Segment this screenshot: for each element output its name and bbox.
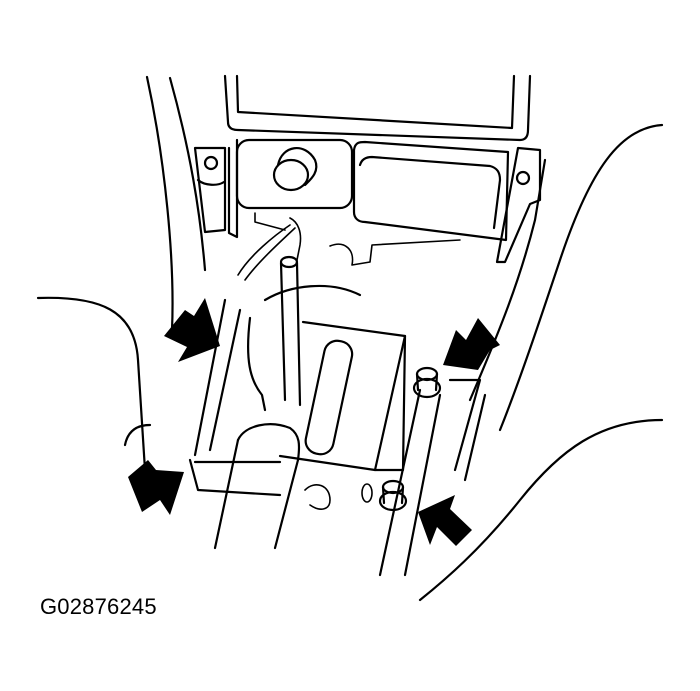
shift-rod [279,255,302,407]
wire-harness [237,212,461,281]
right-bracket [495,146,542,264]
arrow-upper-left-icon [164,298,220,362]
bolt-lower [378,479,408,512]
left-bracket [193,138,239,239]
knob-panel [235,138,354,210]
right-rails [361,378,487,577]
storage-panel [352,140,510,242]
figure-id-label: G02876245 [40,594,157,619]
arrow-lower-left-icon [128,460,184,515]
right-trim [418,123,664,602]
shift-boot [213,423,331,550]
callout-arrows [128,298,500,546]
bolt-upper [412,366,442,399]
arrow-upper-right-icon [443,318,500,370]
arrow-lower-right-icon [418,495,472,546]
left-trim [36,75,207,472]
selector-housing [188,284,407,497]
display-frame [223,74,532,142]
